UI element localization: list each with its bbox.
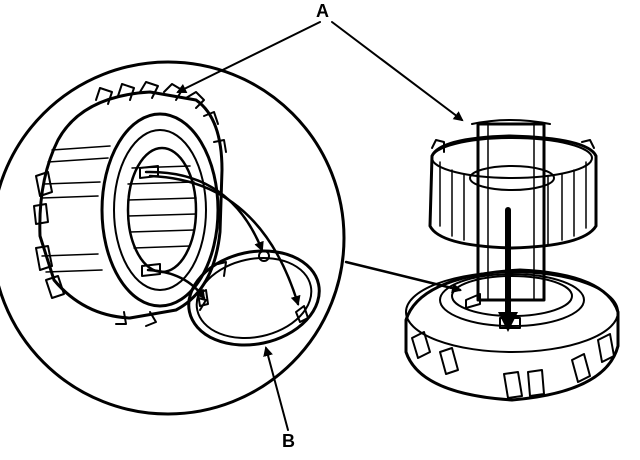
shaft-assembly xyxy=(404,119,620,402)
callout-label-b: B xyxy=(282,431,295,451)
alignment-arrows xyxy=(144,170,301,306)
synchronizer-spring-ring xyxy=(187,249,321,347)
synchronizer-hub xyxy=(33,81,227,327)
leader-lines-a xyxy=(176,21,464,122)
detail-magnifier xyxy=(0,60,346,416)
ring-placement-arrow xyxy=(344,260,462,293)
leader-line-b xyxy=(263,346,289,431)
callout-label-a: A xyxy=(316,1,329,21)
